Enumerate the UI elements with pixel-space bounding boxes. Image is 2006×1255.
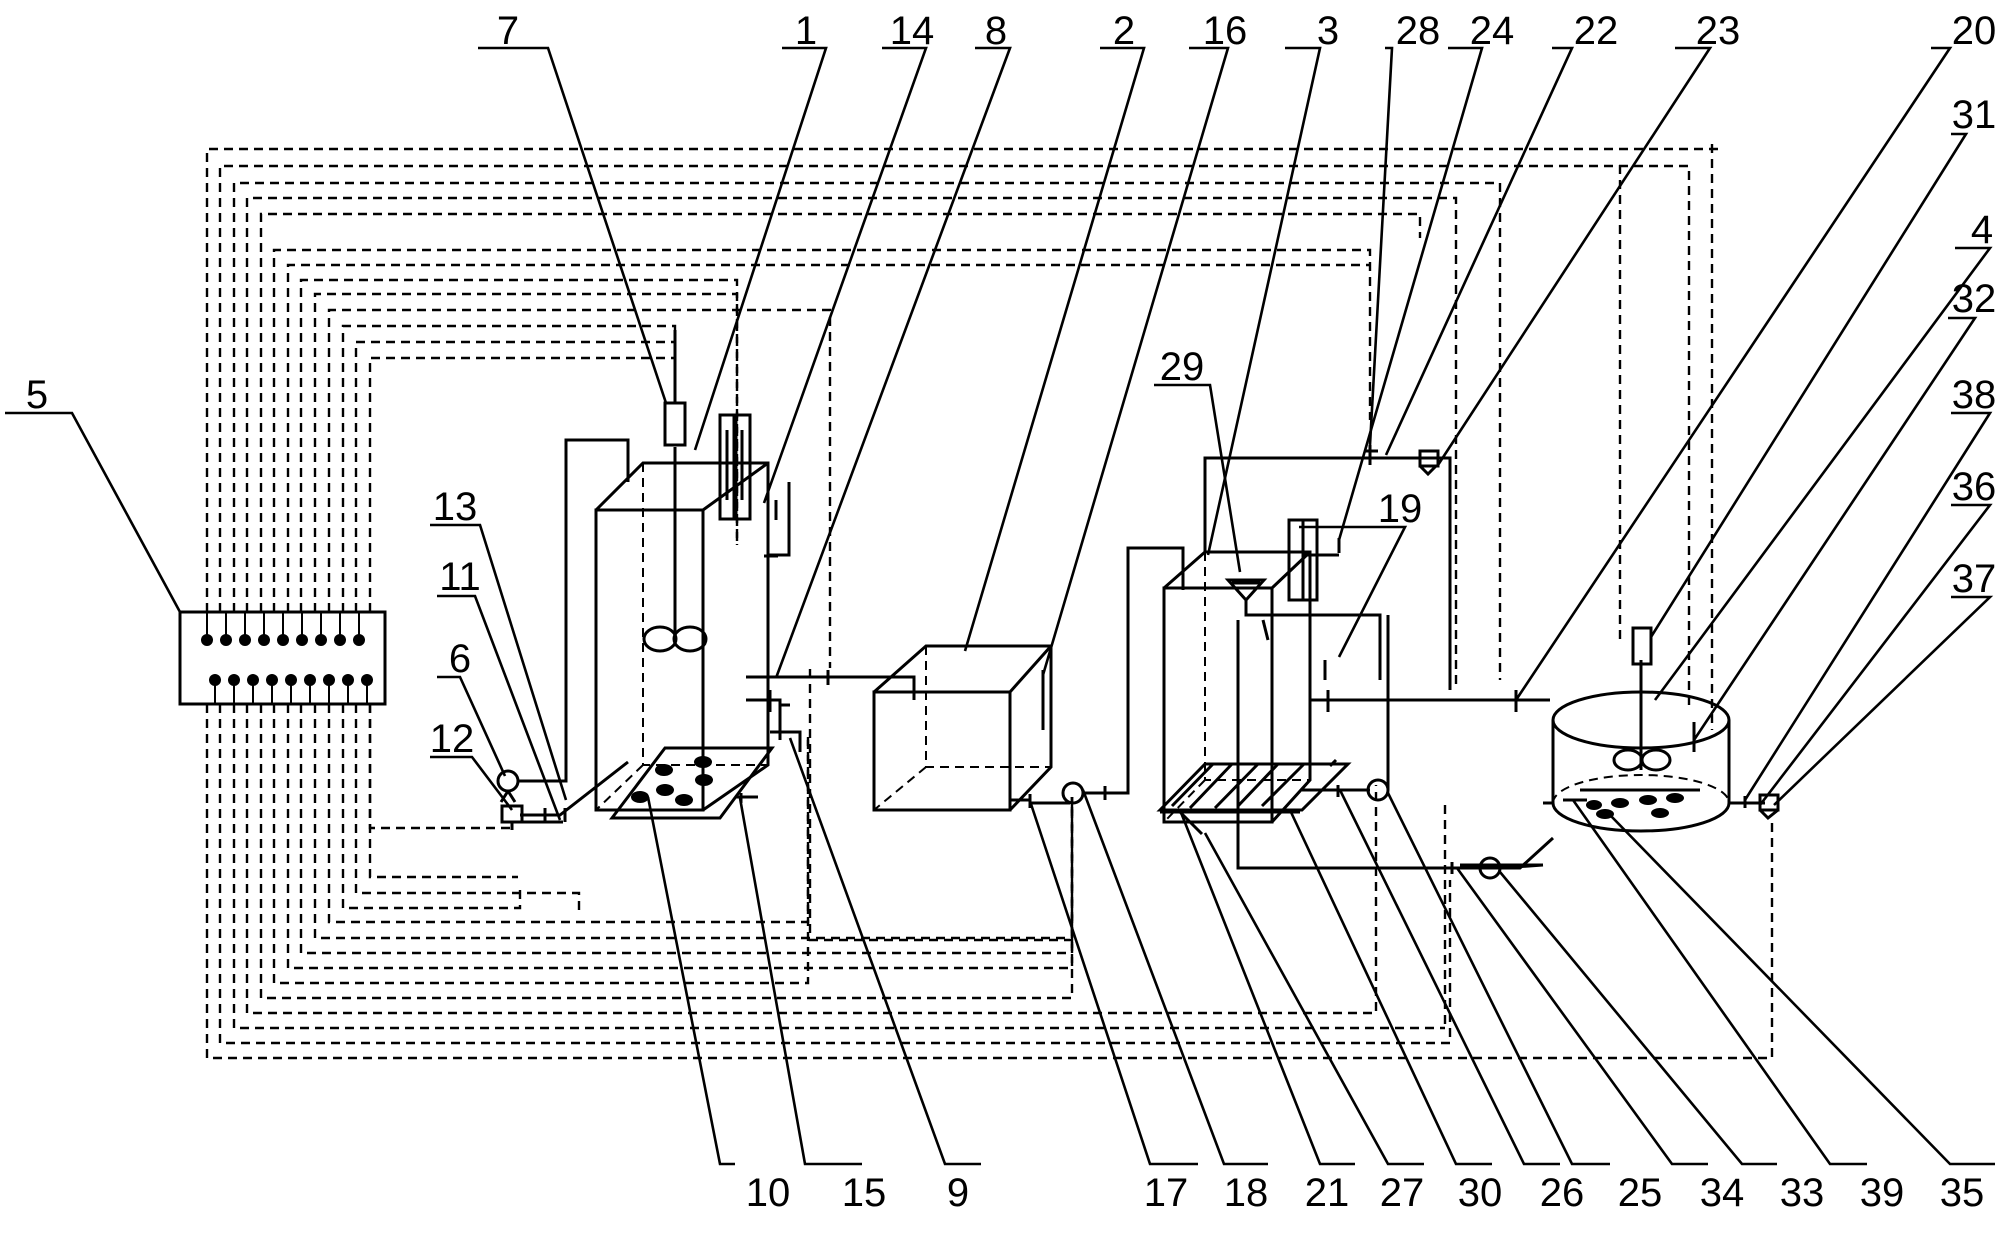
label-32: 32 [1952, 277, 1997, 321]
label-35: 35 [1940, 1171, 1985, 1215]
label-4: 4 [1971, 208, 1993, 252]
label-14: 14 [890, 9, 935, 53]
label-21: 21 [1305, 1171, 1350, 1215]
cylindrical-tank-4 [1450, 626, 1780, 880]
label-8: 8 [985, 9, 1007, 53]
label-37: 37 [1952, 557, 1997, 601]
label-9: 9 [947, 1171, 969, 1215]
label-24: 24 [1470, 9, 1515, 53]
label-29: 29 [1160, 345, 1205, 389]
label-22: 22 [1574, 9, 1619, 53]
label-15: 15 [842, 1171, 887, 1215]
buffer-tank-2 [828, 546, 1185, 812]
label-20: 20 [1952, 9, 1997, 53]
label-16: 16 [1203, 9, 1248, 53]
leader-lines [5, 46, 1995, 1166]
label-11: 11 [439, 555, 481, 599]
label-36: 36 [1952, 465, 1997, 509]
label-10: 10 [746, 1171, 791, 1215]
label-31: 31 [1952, 93, 1997, 137]
label-7: 7 [497, 9, 519, 53]
label-13: 13 [433, 485, 478, 529]
label-3: 3 [1317, 9, 1339, 53]
label-25: 25 [1618, 1171, 1663, 1215]
label-19: 19 [1378, 487, 1423, 531]
control-cabinet [178, 610, 387, 706]
label-39: 39 [1860, 1171, 1905, 1215]
label-33: 33 [1780, 1171, 1825, 1215]
label-27: 27 [1380, 1171, 1425, 1215]
label-12: 12 [430, 717, 475, 761]
label-38: 38 [1952, 373, 1997, 417]
label-2: 2 [1113, 9, 1135, 53]
label-28: 28 [1396, 9, 1441, 53]
label-5: 5 [26, 373, 48, 417]
labels: 7 1 14 8 2 16 3 28 24 22 23 20 31 4 32 3… [26, 9, 1996, 1215]
label-34: 34 [1700, 1171, 1745, 1215]
label-1: 1 [795, 9, 817, 53]
label-23: 23 [1696, 9, 1741, 53]
left-dosing-group [496, 536, 629, 830]
label-17: 17 [1144, 1171, 1189, 1215]
reactor-tank-1 [564, 330, 830, 820]
label-6: 6 [449, 637, 471, 681]
label-26: 26 [1540, 1171, 1585, 1215]
signal-lines [205, 144, 1774, 1060]
label-18: 18 [1224, 1171, 1269, 1215]
label-30: 30 [1458, 1171, 1503, 1215]
